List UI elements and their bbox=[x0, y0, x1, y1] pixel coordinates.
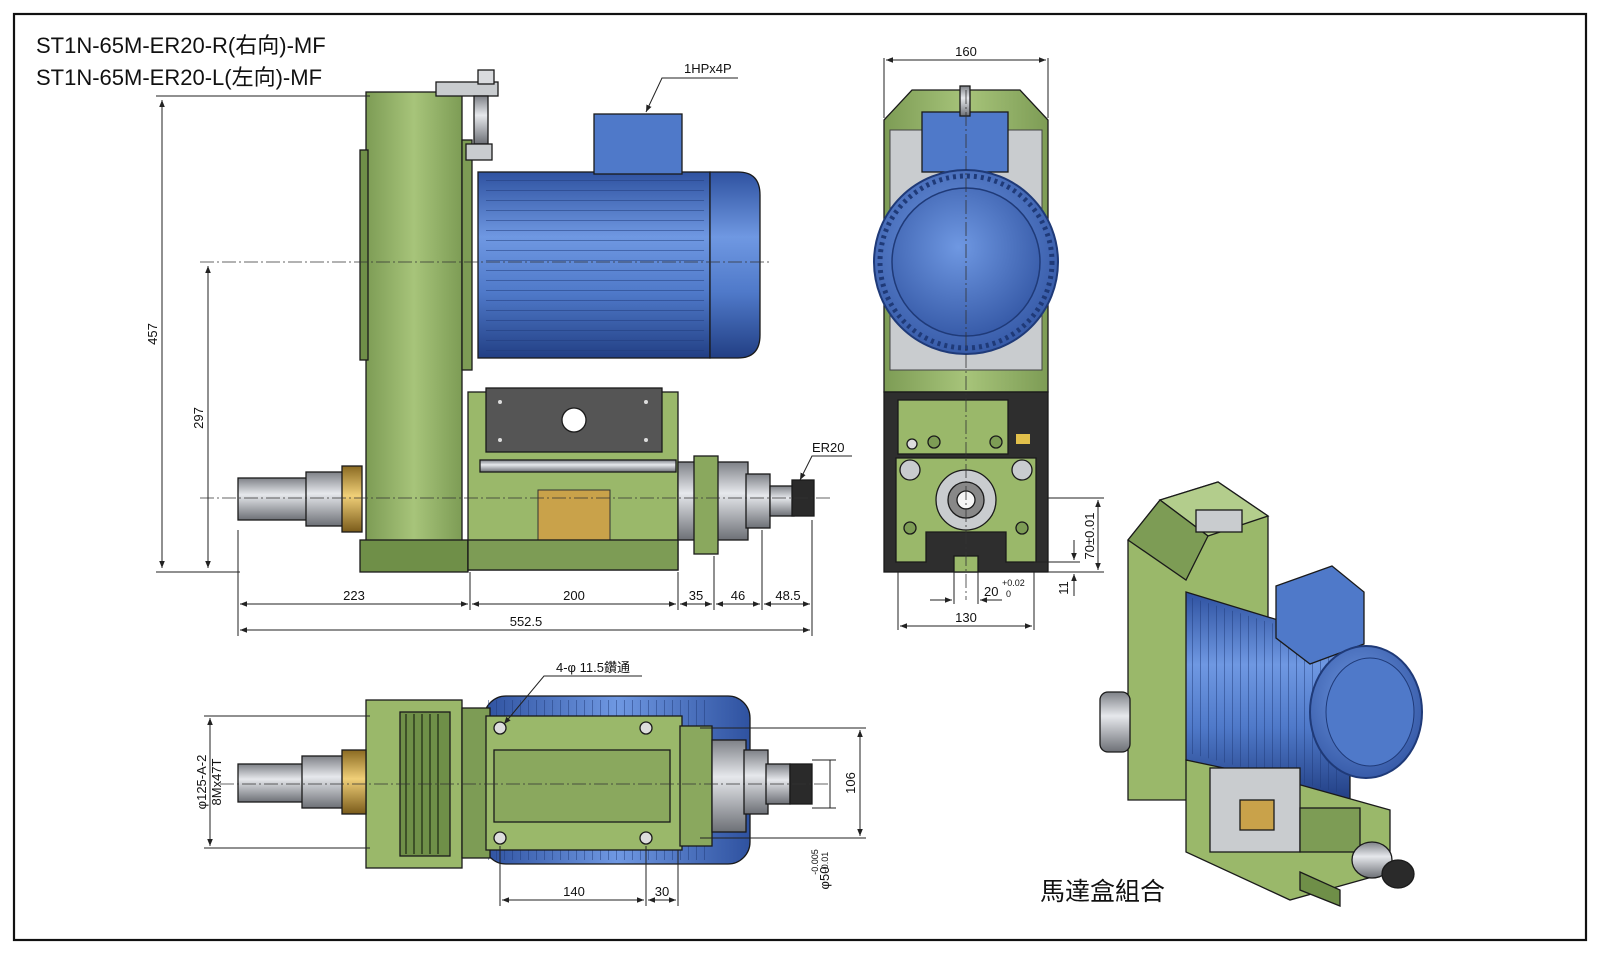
drawing-title-left: ST1N-65M-ER20-L(左向)-MF bbox=[36, 65, 323, 90]
dim-center-height: 70±0.01 bbox=[1082, 513, 1097, 560]
label-collet: ER20 bbox=[812, 440, 845, 455]
dim-bore-tol-upper: -0.005 bbox=[810, 849, 820, 875]
iso-collet-nut bbox=[1381, 859, 1415, 889]
dim-slot-tol-lower: 0 bbox=[1006, 589, 1011, 599]
dim-len-c: 35 bbox=[689, 588, 703, 603]
dim-width-bottom: 130 bbox=[955, 610, 977, 625]
dim-height-total: 457 bbox=[145, 323, 160, 345]
side-dimensions: 457 297 223 200 35 46 48.5 552.5 1HPx4P … bbox=[145, 61, 852, 636]
label-belt: 8Mx47T bbox=[209, 758, 224, 805]
sheet-border bbox=[12, 12, 1588, 942]
side-motor-fan-cover bbox=[709, 171, 761, 359]
side-view bbox=[200, 69, 830, 573]
label-holes: 4-φ 11.5鑽通 bbox=[556, 660, 630, 675]
front-dimensions: 160 130 20 +0.02 0 70±0.01 11 bbox=[883, 44, 1104, 630]
side-mount-plate bbox=[485, 387, 663, 453]
front-terminal-box bbox=[921, 111, 1009, 173]
dim-len-b: 200 bbox=[563, 588, 585, 603]
top-input-shaft bbox=[237, 763, 305, 803]
top-dimensions: φ125-A-2 8Mx47T 106 φ50 -0.005 -0.01 140… bbox=[194, 660, 866, 906]
label-motor: 1HPx4P bbox=[684, 61, 732, 76]
dim-height-center: 297 bbox=[191, 407, 206, 429]
drawing-title-right: ST1N-65M-ER20-R(右向)-MF bbox=[36, 33, 326, 58]
dim-width-top: 160 bbox=[955, 44, 977, 59]
iso-terminal-box bbox=[1275, 565, 1365, 665]
dim-bore-tol-lower: -0.01 bbox=[820, 852, 830, 873]
dim-span: 106 bbox=[843, 772, 858, 794]
dim-hole-pitch: 140 bbox=[563, 884, 585, 899]
dim-edge: 30 bbox=[655, 884, 669, 899]
isometric-view bbox=[1099, 481, 1423, 907]
dim-len-e: 48.5 bbox=[775, 588, 800, 603]
dim-len-a: 223 bbox=[343, 588, 365, 603]
label-bearing: φ125-A-2 bbox=[194, 755, 209, 810]
dim-slot-depth: 11 bbox=[1056, 581, 1071, 595]
top-view bbox=[220, 695, 830, 869]
side-input-shaft bbox=[237, 477, 309, 521]
dim-bore: φ50 bbox=[817, 867, 832, 890]
dim-len-total: 552.5 bbox=[510, 614, 543, 629]
front-view bbox=[873, 85, 1059, 600]
dim-slot-width: 20 bbox=[984, 584, 998, 599]
dim-slot-tol-upper: +0.02 bbox=[1002, 578, 1025, 588]
dim-len-d: 46 bbox=[731, 588, 745, 603]
assembly-caption: 馬達盒組合 bbox=[1040, 878, 1166, 906]
side-terminal-box bbox=[593, 113, 683, 175]
